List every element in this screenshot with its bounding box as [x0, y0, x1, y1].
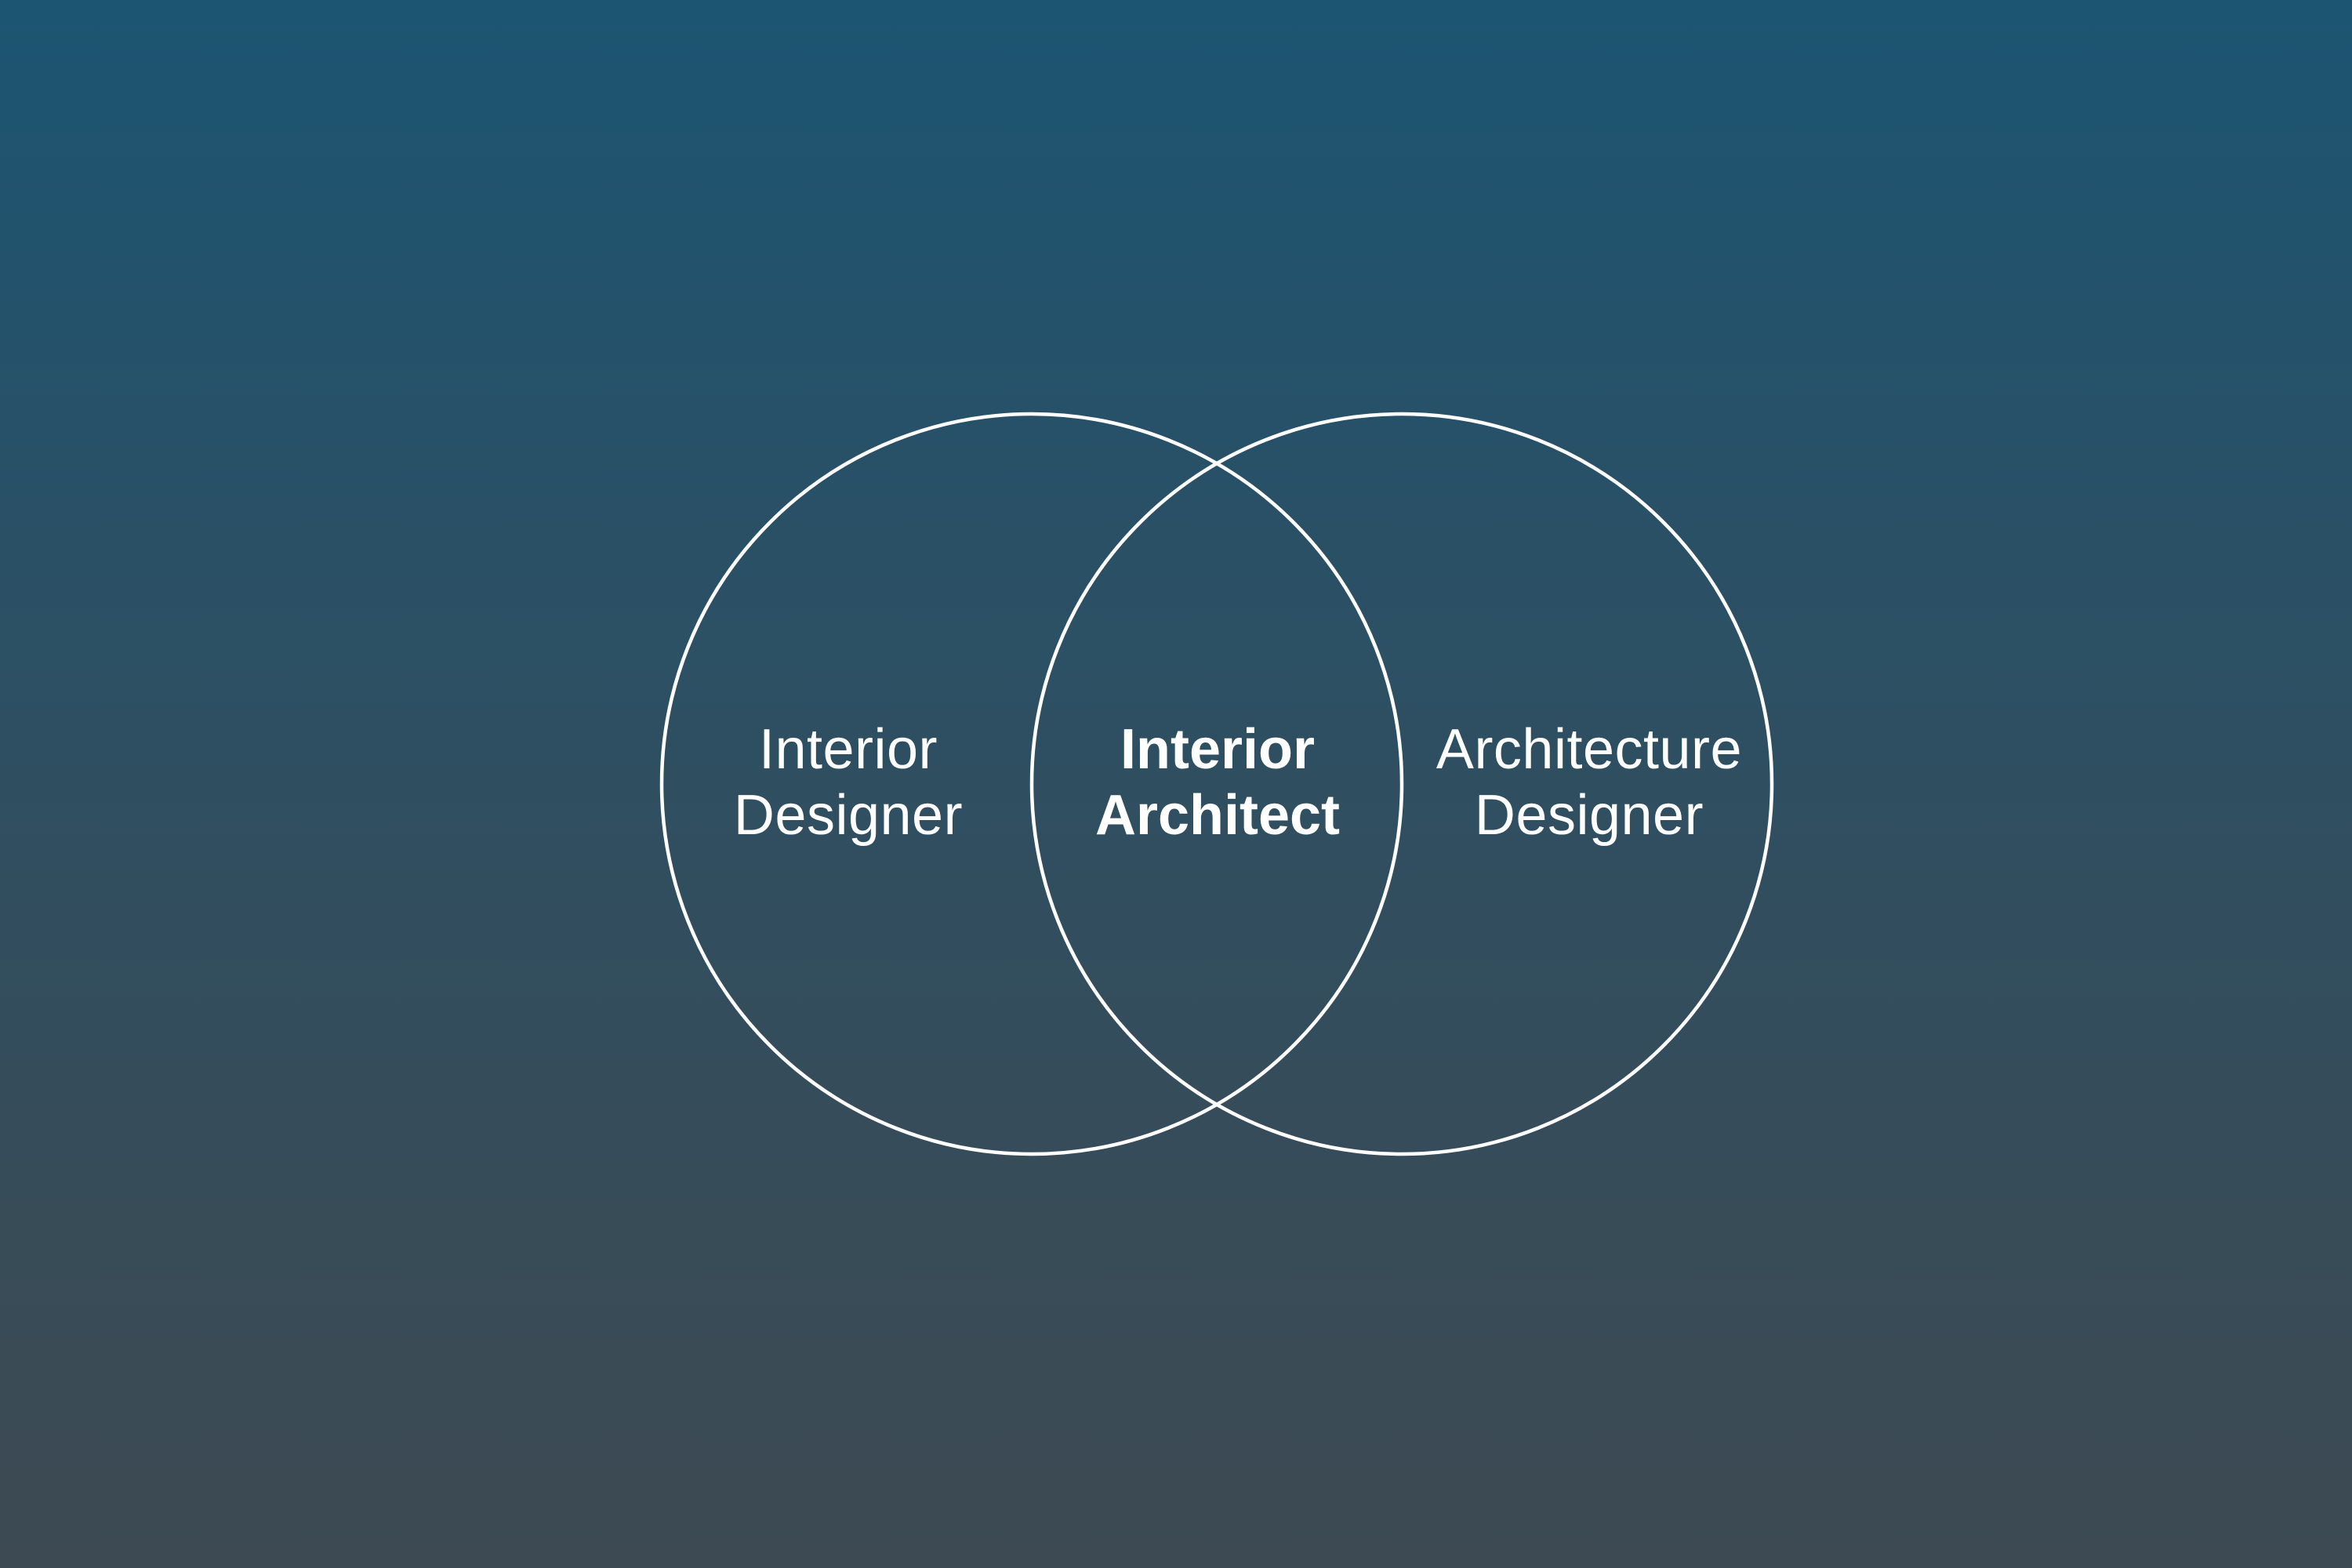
left-circle	[659, 412, 1404, 1156]
right-set-label-line-2: Designer	[1474, 784, 1704, 847]
right-circle	[1029, 412, 1774, 1156]
right-set-label-line-1: Architecture	[1436, 718, 1743, 781]
left-set-label: Interior Designer	[734, 717, 963, 848]
intersection-label-line-1: Interior	[1120, 718, 1316, 781]
intersection-label-line-2: Architect	[1094, 784, 1341, 847]
left-set-label-line-2: Designer	[733, 784, 964, 847]
right-set-label: Architecture Designer	[1436, 717, 1742, 848]
left-set-label-line-1: Interior	[758, 718, 938, 781]
intersection-label: Interior Architect	[1095, 717, 1340, 848]
